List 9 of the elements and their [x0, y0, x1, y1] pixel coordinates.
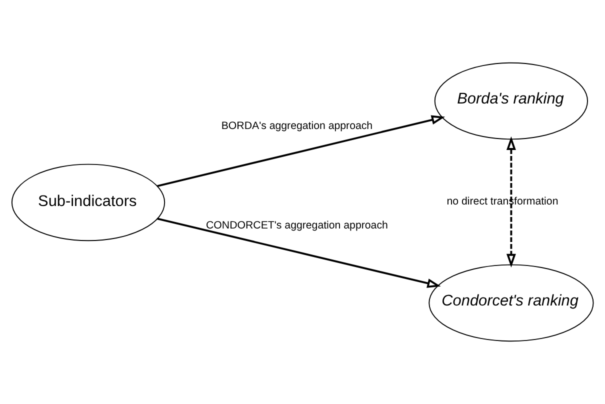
edge-label: CONDORCET's aggregation approach — [206, 219, 388, 232]
edge-label: no direct transformation — [446, 196, 558, 208]
node-ellipse: Borda's ranking — [434, 62, 588, 140]
arrow — [506, 136, 516, 268]
node-ellipse: Condorcet's ranking — [428, 264, 594, 342]
arrow — [157, 115, 446, 187]
arrow — [157, 218, 441, 288]
node-ellipse: Sub-indicators — [11, 164, 166, 242]
edge-label: BORDA's aggregation approach — [221, 120, 373, 132]
